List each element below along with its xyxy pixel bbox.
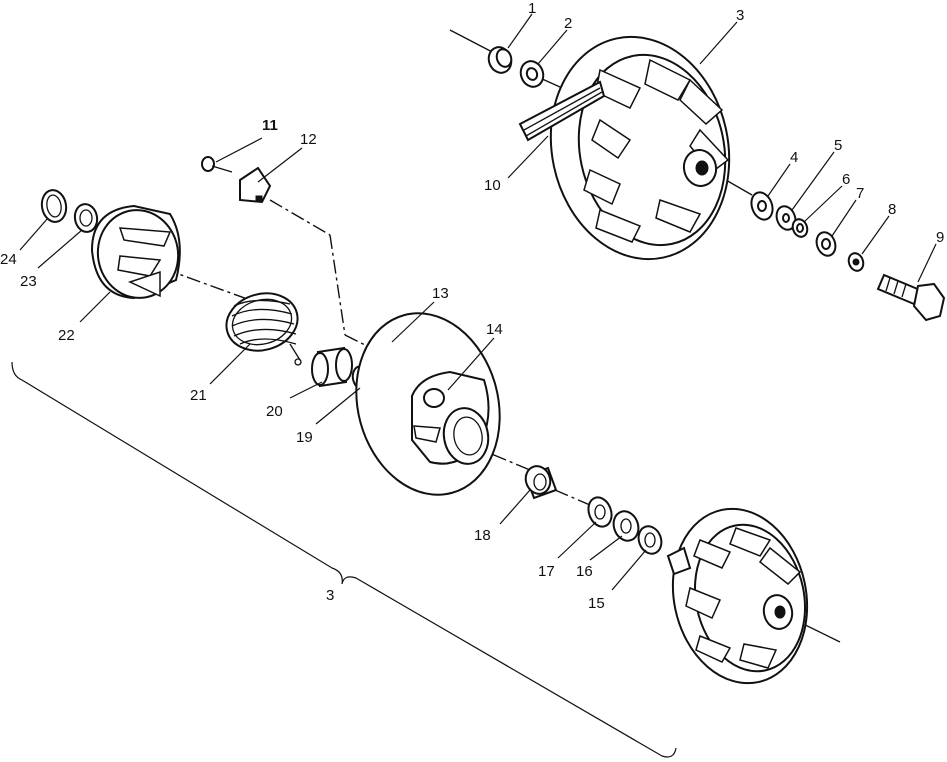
part-10-drive-belt <box>518 80 606 142</box>
callout-16: 16 <box>576 563 593 580</box>
callout-6: 6 <box>842 171 850 188</box>
callout-5: 5 <box>834 137 842 154</box>
part-9-bolt <box>876 273 946 322</box>
callout-14: 14 <box>486 321 503 338</box>
part-1-bushing <box>487 46 513 74</box>
callout-10: 10 <box>484 177 501 194</box>
callout-labels: 1 2 3 4 5 6 7 8 9 10 11 12 13 14 15 16 1… <box>0 0 944 612</box>
part-20-bushing <box>311 346 353 388</box>
callout-2: 2 <box>564 15 572 32</box>
part-7-washer <box>815 231 837 257</box>
part-2-washer <box>519 60 545 88</box>
callout-24: 24 <box>0 251 17 268</box>
part-18-roller <box>524 465 558 500</box>
part-11-screw <box>201 156 233 173</box>
lower-sheave <box>666 507 809 685</box>
part-17-washer <box>587 496 613 528</box>
callout-9: 9 <box>936 229 944 246</box>
part-21-spring <box>225 292 302 366</box>
part-24-snap-ring <box>40 189 68 223</box>
part-6-bushing <box>791 218 809 238</box>
callout-21: 21 <box>190 387 207 404</box>
callout-leaders <box>19 13 937 591</box>
part-14-movable-sheave <box>355 312 501 496</box>
part-16-washer <box>612 510 640 542</box>
part-8-lock-washer <box>847 252 865 272</box>
callout-13: 13 <box>432 285 449 302</box>
callout-19: 19 <box>296 429 313 446</box>
part-12-cam-weight <box>239 166 272 204</box>
part-4-washer <box>750 191 774 221</box>
part-22-spider-cover <box>90 204 181 300</box>
callout-15: 15 <box>588 595 605 612</box>
part-5-washer <box>775 205 797 231</box>
part-15-washer <box>637 525 663 555</box>
callout-8: 8 <box>888 201 896 218</box>
callout-3: 3 <box>736 7 744 24</box>
callout-12: 12 <box>300 131 317 148</box>
callout-23: 23 <box>20 273 37 290</box>
callout-4: 4 <box>790 149 798 166</box>
callout-20: 20 <box>266 403 283 420</box>
callout-18: 18 <box>474 527 491 544</box>
assembly-label: 3 <box>326 587 334 604</box>
callout-11: 11 <box>262 117 278 134</box>
part-23-washer <box>73 203 99 233</box>
callout-7: 7 <box>856 185 864 202</box>
callout-22: 22 <box>58 327 75 344</box>
assembly-3-bracket <box>11 361 677 758</box>
callout-1: 1 <box>528 0 536 17</box>
part-3-fixed-sheave <box>549 35 731 261</box>
callout-17: 17 <box>538 563 555 580</box>
